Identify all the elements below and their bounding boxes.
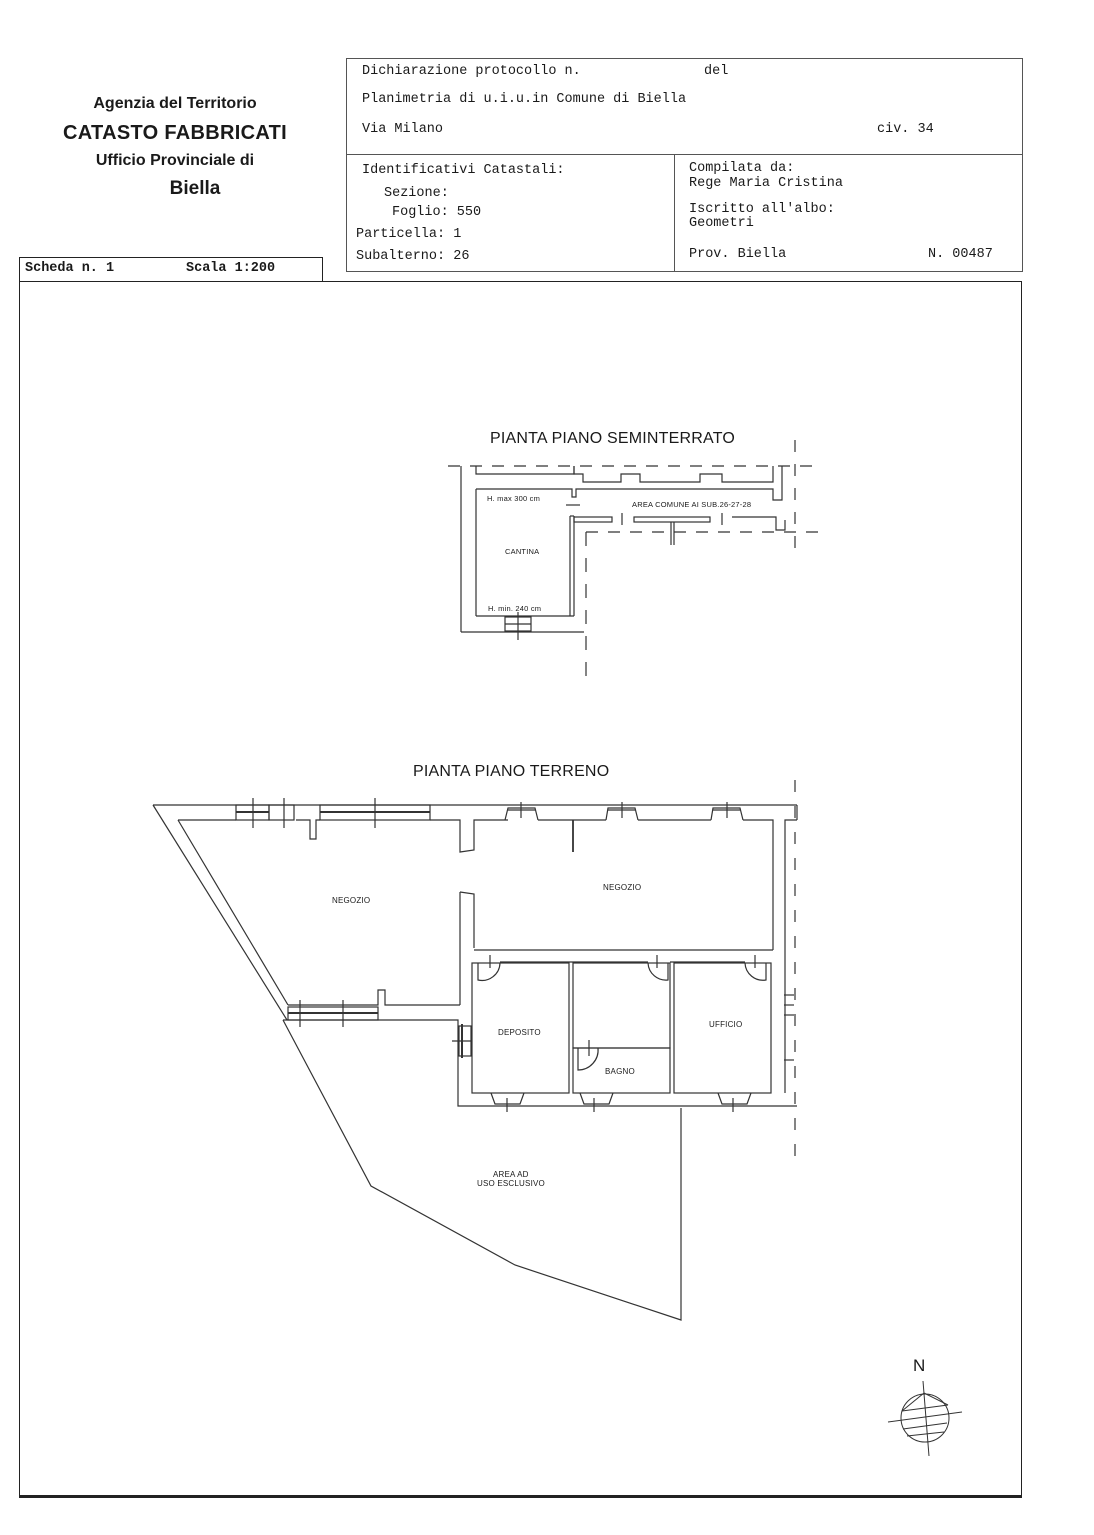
- protocol-label: Dichiarazione protocollo n.: [362, 64, 581, 79]
- north-arrow-icon: [887, 1380, 963, 1457]
- subalterno-field: Subalterno: 26: [356, 249, 470, 264]
- north-label: N: [913, 1356, 926, 1375]
- registry-name: CATASTO FABBRICATI: [63, 122, 287, 144]
- exclusive-area-line1: AREA AD: [493, 1170, 529, 1179]
- registration-number: N. 00487: [928, 247, 993, 262]
- header-column-divider: [674, 154, 675, 271]
- header-divider: [347, 154, 1022, 155]
- sezione-field: Sezione:: [384, 186, 449, 201]
- ground-plan-title: PIANTA PIANO TERRENO: [413, 763, 610, 780]
- protocol-date-label: del: [704, 64, 729, 79]
- sheet-scale: Scala 1:200: [186, 261, 276, 276]
- exclusive-area-line2: USO ESCLUSIVO: [477, 1179, 545, 1188]
- albo-value: Geometri: [689, 216, 754, 231]
- common-area-label: AREA COMUNE AI SUB.26-27-28: [632, 500, 752, 509]
- room-deposito: DEPOSITO: [498, 1028, 541, 1037]
- albo-label: Iscritto all'albo:: [689, 202, 835, 217]
- basement-plan: [448, 440, 820, 680]
- sheet-number: Scheda n. 1: [25, 261, 115, 276]
- cadastral-header-box: Dichiarazione protocollo n. del Planimet…: [346, 58, 1023, 272]
- room-negozio-right: NEGOZIO: [603, 883, 642, 892]
- identificativi-label: Identificativi Catastali:: [362, 163, 565, 178]
- drawing-frame: [19, 281, 1022, 1498]
- room-cantina: CANTINA: [505, 547, 540, 556]
- office-label: Ufficio Provinciale di: [95, 152, 255, 169]
- room-bagno: BAGNO: [605, 1067, 635, 1076]
- room-ufficio: UFFICIO: [709, 1020, 743, 1029]
- agency-name: Agenzia del Territorio: [93, 95, 257, 112]
- civic-number: civ. 34: [877, 122, 934, 137]
- particella-field: Particella: 1: [356, 227, 462, 242]
- office-city: Biella: [169, 178, 221, 199]
- planimetria-label: Planimetria di u.i.u.in Comune di Biella: [362, 92, 687, 107]
- compilata-label: Compilata da:: [689, 161, 795, 176]
- compiler-name: Rege Maria Cristina: [689, 176, 843, 191]
- sheet-info-box: Scheda n. 1 Scala 1:200: [19, 257, 323, 282]
- basement-min-height: H. min. 240 cm: [488, 604, 542, 613]
- room-negozio-left: NEGOZIO: [332, 896, 371, 905]
- province-label: Prov. Biella: [689, 247, 787, 262]
- basement-plan-title: PIANTA PIANO SEMINTERRATO: [490, 430, 736, 447]
- street-address: Via Milano: [362, 122, 444, 137]
- ground-floor-plan: [152, 780, 798, 1321]
- foglio-field: Foglio: 550: [392, 205, 482, 220]
- basement-max-height: H. max 300 cm: [487, 494, 541, 503]
